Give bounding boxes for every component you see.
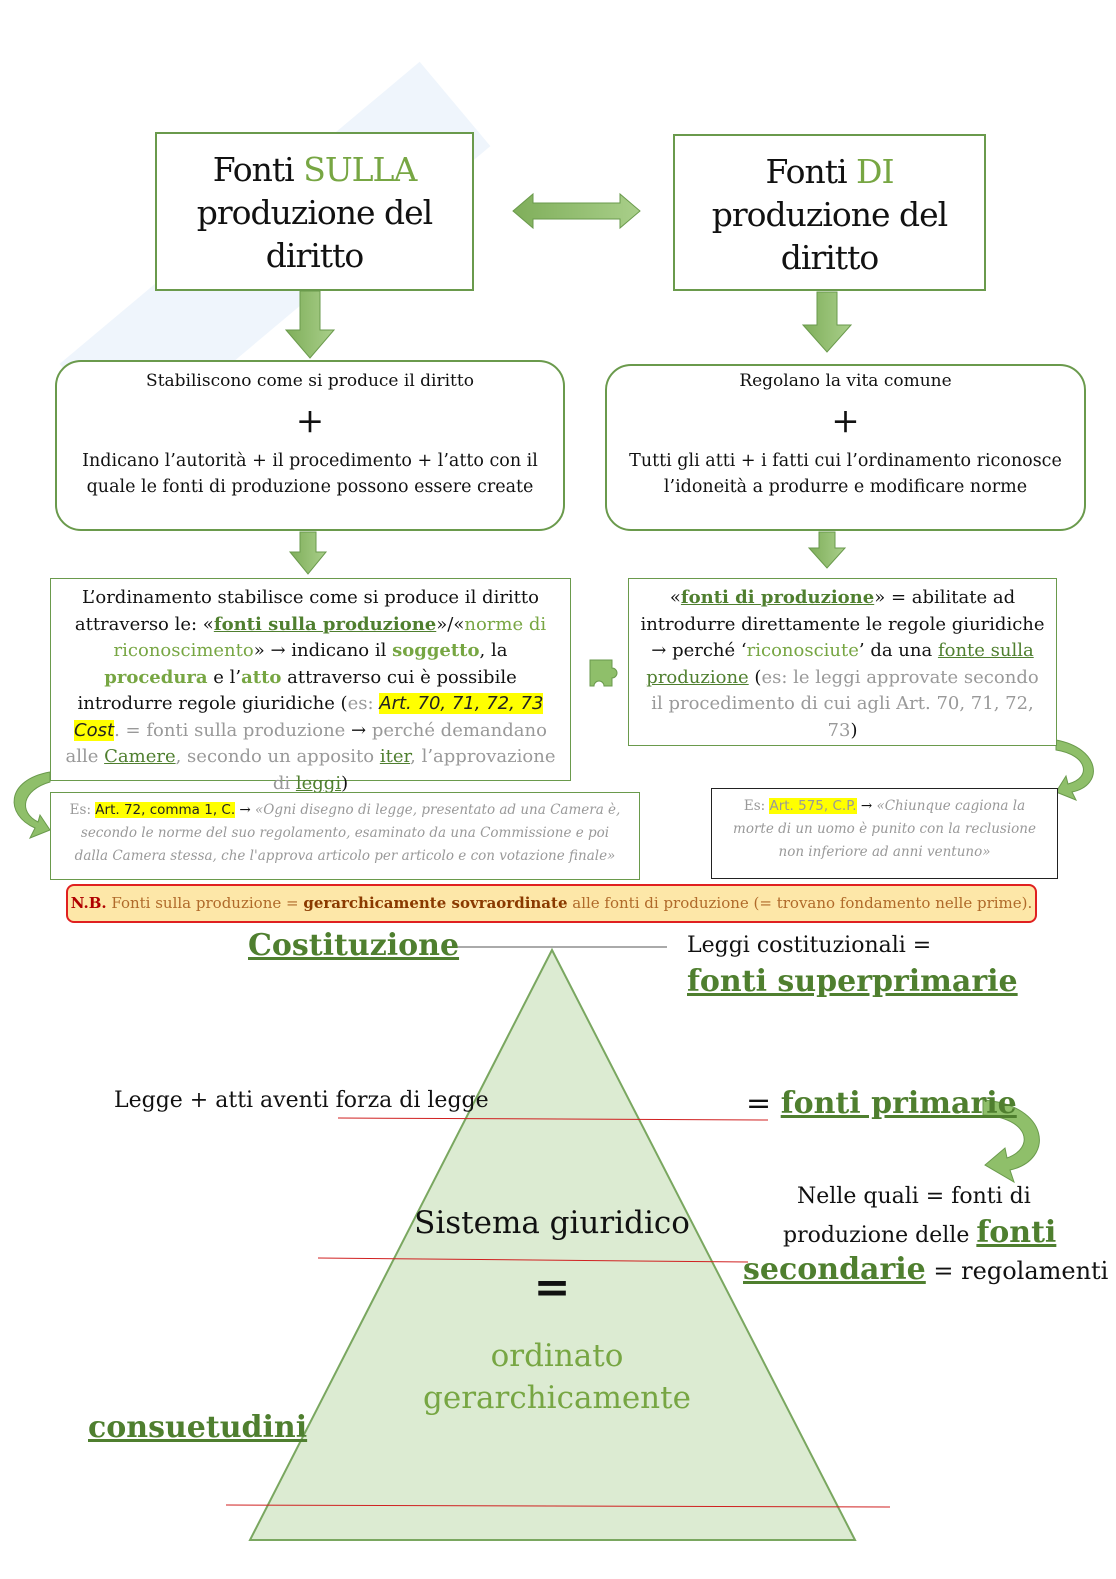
text: « (669, 587, 681, 608)
text: → (345, 719, 372, 741)
example-art-575: Es: Art. 575, C.P. → «Chiunque cagiona l… (711, 788, 1058, 879)
quote: «Ogni disegno di legge, presentato ad un… (74, 802, 621, 864)
term: riconosciute (746, 640, 859, 661)
text: es: le leggi approvate secondo il proced… (651, 666, 1039, 741)
label-sistema-giuridico: Sistema giuridico (414, 1205, 690, 1241)
round-top-text: Stabiliscono come si produce il diritto (146, 371, 474, 391)
text: ) (850, 719, 858, 741)
term: soggetto (392, 640, 480, 661)
title-highlight: SULLA (303, 150, 417, 189)
text: ( (748, 666, 762, 688)
text: Es: (743, 798, 770, 814)
box-regolano: Regolano la vita comune + Tutti gli atti… (605, 364, 1086, 531)
example-art-72: Es: Art. 72, comma 1, C. → «Ogni disegno… (50, 792, 640, 880)
title-text: produzione del (196, 193, 433, 232)
curved-arrow-icon (13, 771, 51, 839)
term: norme di riconoscimento (113, 613, 547, 662)
text: , la (479, 640, 508, 661)
pyramid (248, 947, 857, 1541)
term: atto (241, 666, 282, 688)
label-fonti-superprimarie: fonti superprimarie (687, 964, 1018, 999)
text: attraverso cui è possibile introdurre re… (77, 666, 517, 715)
text: Es: (69, 802, 96, 818)
text: ’ da una (858, 640, 938, 661)
box-fonti-di-produzione-detail: «fonti di produzione» = abilitate ad int… (628, 578, 1057, 746)
text: = (746, 1086, 781, 1121)
text: perché demandano alle (65, 719, 547, 768)
level-line (225, 1504, 891, 1508)
text: = regolamenti (925, 1257, 1109, 1285)
double-arrow-icon (512, 192, 641, 230)
title-text: Fonti (765, 152, 857, 191)
highlight-ref: Art. 575, C.P. (769, 798, 857, 814)
nb-note: N.B. Fonti sulla produzione = gerarchica… (66, 884, 1037, 923)
text: L’ordinamento stabilisce come si produce… (74, 587, 539, 635)
text: » = abilitate ad introdurre direttamente… (640, 587, 1045, 661)
term-link: fonte sulla produzione (646, 640, 1034, 688)
level-line (337, 1117, 769, 1121)
term-link: leggi (295, 772, 342, 794)
quote: «Chiunque cagiona la morte di un uomo è … (733, 798, 1036, 860)
label-consuetudini: consuetudini (88, 1410, 308, 1445)
box-fonti-di-produzione: Fonti DI produzione del diritto (673, 134, 986, 291)
box-fonti-sulla-produzione: Fonti SULLA produzione del diritto (155, 132, 474, 291)
plus-sign: + (295, 401, 325, 441)
round-bottom-text: Tutti gli atti + i fatti cui l’ordinamen… (629, 451, 1062, 497)
text: e l’ (207, 666, 242, 688)
level-line (317, 1257, 749, 1263)
puzzle-icon (589, 659, 618, 687)
term-link: Camere (104, 746, 176, 767)
box-stabiliscono: Stabiliscono come si produce il diritto … (55, 360, 565, 531)
title-text: produzione del (711, 195, 948, 234)
term-link: iter (379, 746, 411, 767)
down-arrow-icon (801, 291, 853, 353)
term-link: fonti di produzione (680, 587, 875, 608)
equals-sign: = (533, 1262, 571, 1313)
term-link: fonti sulla produzione (213, 613, 437, 635)
title-text: Fonti (212, 150, 304, 189)
label-legge: Legge + atti aventi forza di legge (114, 1088, 489, 1113)
text: , l’approvazione di (272, 746, 556, 794)
text: produzione delle (783, 1223, 977, 1248)
text: es: (347, 693, 380, 714)
text: ) (341, 772, 349, 794)
text: » → indicano il (253, 640, 393, 661)
text: »/« (436, 613, 465, 635)
text: ordinato (490, 1338, 624, 1374)
text: Fonti sulla produzione = (106, 894, 304, 912)
text: gerarchicamente sovraordinate (303, 894, 568, 912)
down-arrow-icon (284, 290, 336, 359)
title-highlight: DI (856, 152, 894, 191)
nb-label: N.B. (70, 894, 107, 912)
text: gerarchicamente (423, 1380, 691, 1416)
down-arrow-icon (807, 531, 847, 569)
box-ordinamento: L’ordinamento stabilisce come si produce… (50, 578, 571, 794)
label-fonti-secondarie: secondarie (743, 1252, 926, 1287)
down-arrow-icon (288, 531, 328, 575)
arrow-icon: → (856, 798, 877, 814)
text: , secondo un apposito (175, 746, 380, 767)
label-fonti-primarie: fonti primarie (780, 1086, 1017, 1121)
label-nelle-quali: Nelle quali = fonti di (797, 1184, 1031, 1209)
round-bottom-text: Indicano l’autorità + il procedimento + … (82, 451, 538, 497)
text: . = fonti sulla produzione (114, 719, 346, 741)
title-text: diritto (265, 236, 364, 275)
round-top-text: Regolano la vita comune (739, 371, 952, 391)
plus-sign: + (831, 401, 860, 441)
highlight-ref: Art. 72, comma 1, C. (95, 802, 236, 818)
text: fonti (976, 1215, 1057, 1250)
arrow-icon: → (235, 802, 256, 818)
curved-arrow-icon (982, 1099, 1040, 1184)
title-text: diritto (780, 238, 879, 277)
text: alle fonti di produzione (= trovano fond… (567, 894, 1033, 912)
curved-arrow-icon (1055, 739, 1094, 801)
label-leggi-costituzionali: Leggi costituzionali = (687, 933, 932, 958)
term: procedura (104, 666, 208, 688)
label-costituzione: Costituzione (248, 928, 460, 963)
